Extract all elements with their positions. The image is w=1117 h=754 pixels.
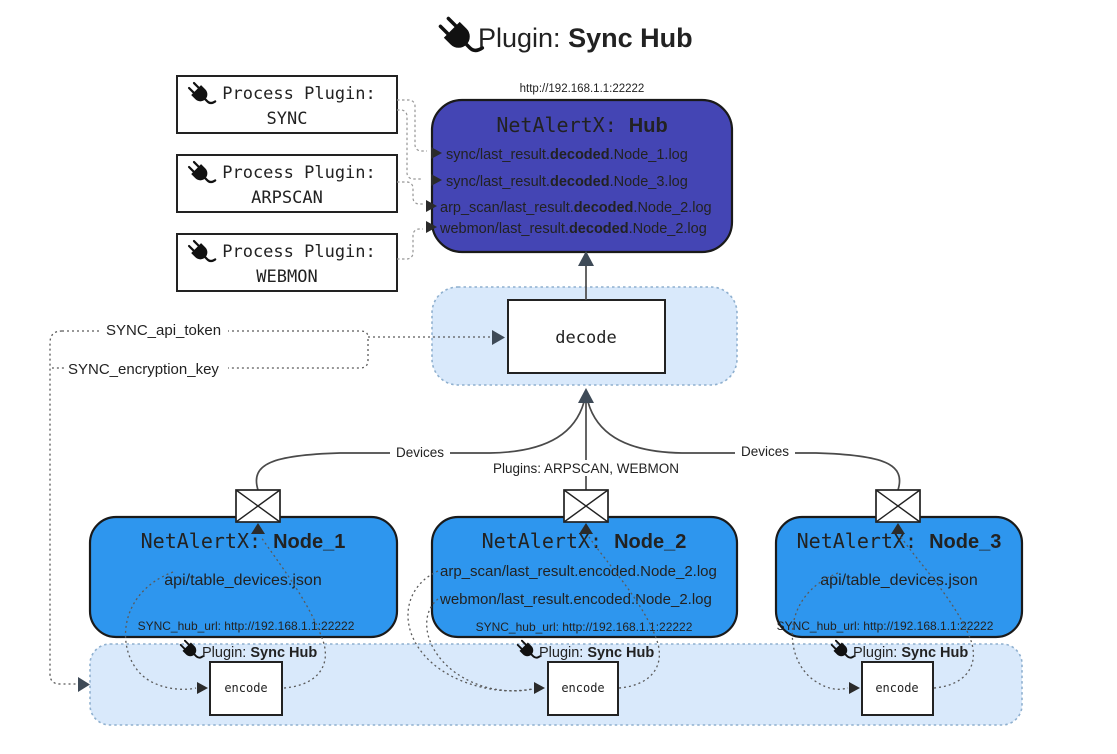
- node-title: NetAlertX: Node_3: [797, 529, 1002, 553]
- decode-hub-arrowhead-icon: [578, 251, 594, 266]
- encode-input-arrowhead-icon: [197, 682, 208, 694]
- encode-container-arrowhead-icon: [78, 677, 90, 692]
- envelope-icon: [563, 489, 609, 523]
- node-item: webmon/last_result.encoded.Node_2.log: [439, 591, 712, 608]
- hub-url: http://192.168.1.1:22222: [520, 83, 645, 95]
- envelope-icon: [875, 489, 921, 523]
- decode-input-arrowhead-icon: [492, 330, 505, 345]
- encode-input-arrowhead-icon: [849, 682, 860, 694]
- edge-node3-decode: [587, 401, 901, 491]
- node-title: NetAlertX: Node_1: [141, 529, 346, 553]
- connector-arpscan-item3: [397, 181, 423, 205]
- encode-label: encode: [561, 681, 604, 695]
- node-item: api/table_devices.json: [164, 572, 321, 589]
- process-plugin-label: Process Plugin:: [222, 163, 376, 183]
- hub-item-arrow-icon: [431, 174, 442, 186]
- hub-item-arrow-icon: [431, 147, 442, 159]
- hub-title: NetAlertX: Hub: [496, 113, 667, 137]
- node-1-box: NetAlertX: Node_1 api/table_devices.json…: [88, 515, 399, 639]
- edge-label-devices-left: Devices: [396, 445, 444, 460]
- encoder-3: encode Plugin: Sync Hub: [828, 637, 968, 716]
- node-3-box: NetAlertX: Node_3 api/table_devices.json…: [774, 515, 1024, 639]
- node-item: arp_scan/last_result.encoded.Node_2.log: [440, 563, 717, 580]
- connector-webmon-item4: [397, 228, 423, 260]
- encoder-plugin-label: Plugin: Sync Hub: [539, 645, 654, 661]
- process-plugin-label: Process Plugin:: [222, 242, 376, 262]
- curve-encode-node1: [260, 536, 326, 689]
- process-plugin-name: ARPSCAN: [251, 188, 323, 208]
- connector-sync-item2: [397, 109, 422, 180]
- decode-label: decode: [555, 328, 616, 348]
- process-plugin-label: Process Plugin:: [222, 84, 376, 104]
- hub-item: arp_scan/last_result.decoded.Node_2.log: [440, 200, 712, 216]
- node-input-arrowhead-icon: [579, 523, 593, 534]
- fan-arrowhead-icon: [578, 388, 594, 403]
- node-hub-url: SYNC_hub_url: http://192.168.1.1:22222: [476, 620, 693, 634]
- node-hub-url: SYNC_hub_url: http://192.168.1.1:22222: [777, 619, 994, 633]
- process-plugin-arpscan: Process Plugin: ARPSCAN: [176, 154, 398, 213]
- plug-icon: [435, 13, 486, 64]
- encoder-plugin-label: Plugin: Sync Hub: [853, 645, 968, 661]
- node-item: api/table_devices.json: [820, 572, 977, 589]
- secret-api-token-label: SYNC_api_token: [106, 322, 221, 339]
- node-2-box: NetAlertX: Node_2 arp_scan/last_result.e…: [430, 515, 739, 639]
- encoder-plugin-label: Plugin: Sync Hub: [202, 645, 317, 661]
- encoder-2: encode Plugin: Sync Hub: [514, 637, 654, 716]
- page-title: Plugin: Sync Hub: [478, 23, 693, 53]
- edge-label-plugins: Plugins: ARPSCAN, WEBMON: [493, 461, 679, 476]
- edge-label-devices-right: Devices: [741, 444, 789, 459]
- hub-item: webmon/last_result.decoded.Node_2.log: [439, 221, 707, 237]
- encode-input-arrowhead-icon: [534, 682, 545, 694]
- curve-node1-encode: [124, 571, 197, 690]
- encode-label: encode: [224, 681, 267, 695]
- hub-item: sync/last_result.decoded.Node_3.log: [446, 174, 688, 190]
- envelope-icon: [235, 489, 281, 523]
- hub-item-arrow-icon: [426, 221, 437, 233]
- secret-encryption-key-label: SYNC_encryption_key: [68, 361, 219, 378]
- process-plugin-name: SYNC: [267, 109, 308, 129]
- curve-encode-node2: [588, 536, 661, 689]
- edge-node1-decode: [255, 401, 585, 491]
- process-plugin-name: WEBMON: [256, 267, 317, 287]
- connector-sync-item1: [397, 99, 427, 152]
- encoder-1: encode Plugin: Sync Hub: [177, 637, 317, 716]
- process-plugin-sync: Process Plugin: SYNC: [176, 75, 398, 134]
- secret-line-left: [49, 330, 78, 685]
- encode-label: encode: [875, 681, 918, 695]
- hub-item: sync/last_result.decoded.Node_1.log: [446, 147, 688, 163]
- curve-node2-encode-a: [407, 570, 534, 692]
- secret-line-bottom: [52, 339, 369, 369]
- process-plugin-webmon: Process Plugin: WEBMON: [176, 233, 398, 292]
- node-input-arrowhead-icon: [251, 523, 265, 534]
- node-hub-url: SYNC_hub_url: http://192.168.1.1:22222: [138, 619, 355, 633]
- node-input-arrowhead-icon: [891, 523, 905, 534]
- hub-item-arrow-icon: [426, 200, 437, 212]
